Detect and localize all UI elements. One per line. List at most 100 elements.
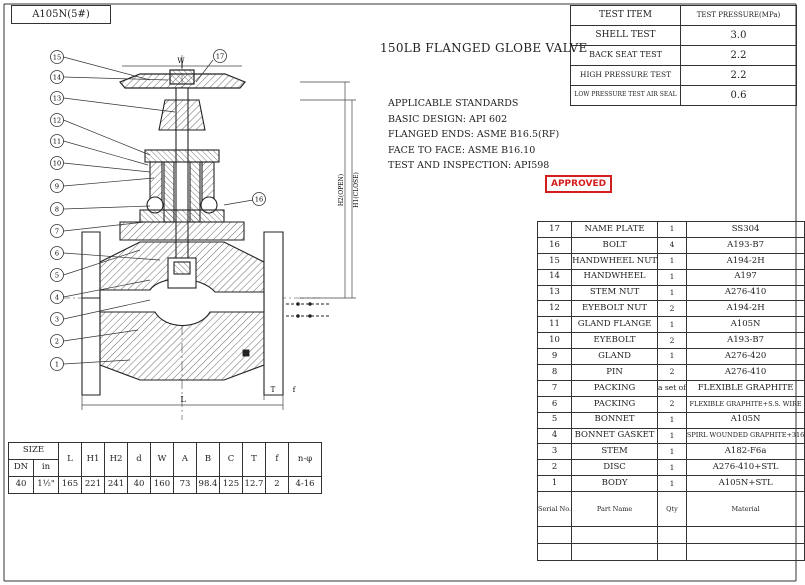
callout-circle [50,312,64,326]
size-cell: 221 [81,476,105,494]
callout-circle [50,357,64,371]
test-value: 2.2 [680,65,797,86]
empty-cell [685,543,805,562]
table-row: SHELL TEST 3.0 [570,25,797,46]
leader-line [63,56,151,81]
qty-header: Qty [657,491,687,528]
empty-cell [685,526,805,545]
valve-cross-section: W L T f H2(OPEN) H1(CLOSE) 1514131211109… [50,49,360,420]
size-table: SIZE L H1 H2 d W A B C T f n-φ DN in 40 … [8,442,322,494]
part-name: HANDWHEEL [571,268,659,286]
part-qty: 1 [657,443,687,461]
callout-number: 14 [53,74,61,82]
col-header: L [58,442,82,477]
size-cell: 40 [127,476,151,494]
part-qty: 1 [657,252,687,270]
col-header: T [242,442,266,477]
table-row [536,526,805,545]
test-value: 3.0 [680,25,797,46]
dim-l-label: L [180,395,186,404]
page-title: 150LB FLANGED GLOBE VALVE [380,41,588,55]
part-qty: 1 [657,268,687,286]
size-cell: 165 [58,476,82,494]
size-cell: 160 [150,476,174,494]
part-material: A193-B7 [685,332,805,350]
leader-line [63,97,176,113]
col-header: d [127,442,151,477]
dim-t-label: T [271,386,276,394]
part-qty: 2 [657,364,687,381]
handwheel [119,60,246,89]
part-qty: 2 [657,395,687,413]
callout-3: 3 [50,299,151,326]
col-header: B [196,442,220,477]
part-qty: 4 [657,236,687,254]
part-name: BONNET [571,411,659,429]
callout-number: 5 [55,272,59,280]
standards-line: FACE TO FACE: ASME B16.10 [388,144,536,156]
callout-number: 15 [53,54,61,62]
leader-line [63,76,169,81]
part-number: 9 [536,348,573,366]
test-value: 0.6 [680,85,797,106]
part-qty: 1 [657,221,687,238]
part-number: 14 [536,268,573,286]
callout-1: 1 [50,357,131,371]
col-header: A [173,442,197,477]
col-header: f [265,442,289,477]
part-qty: 1 [657,427,687,445]
callout-number: 2 [55,338,59,346]
callout-16: 16 [223,192,266,206]
table-row: LOW PRESSURE TEST AIR SEAL 0.6 [570,85,797,106]
dim-h1-label: H1(CLOSE) [353,172,360,208]
callout-number: 7 [55,228,59,236]
bolt-marks [242,302,330,357]
table-row: SIZE L H1 H2 d W A B C T f n-φ [8,442,322,477]
part-number: 2 [536,459,573,477]
table-row: BACK SEAT TEST 2.2 [570,45,797,66]
part-number: 7 [536,379,573,397]
part-name: DISC [571,459,659,477]
callout-number: 10 [53,160,61,168]
part-number: 13 [536,284,573,302]
dimension-lines [81,65,356,410]
col-header: n-φ [288,442,322,477]
empty-cell [536,543,573,562]
part-qty: 1 [657,316,687,334]
part-number: 12 [536,300,573,318]
leader-line [63,205,151,210]
standards-line: APPLICABLE STANDARDS [388,98,519,109]
part-name: BODY [571,475,659,493]
callout-number: 8 [55,206,59,214]
part-name: STEM NUT [571,284,659,302]
part-qty: 1 [657,411,687,429]
callout-number: 11 [53,138,61,146]
callout-circle [50,268,64,282]
part-qty: 2 [657,332,687,350]
test-pressure-table: TEST ITEM TEST PRESSURE(MPa) SHELL TEST … [570,5,797,106]
table-row: TEST ITEM TEST PRESSURE(MPa) [570,5,797,26]
size-header: SIZE [8,442,59,460]
empty-cell [536,526,573,545]
part-name: HANDWHEEL NUT [571,252,659,270]
callout-13: 13 [50,91,176,113]
part-name-header: Part Name [571,491,659,528]
part-material: A194-2H [685,252,805,270]
valve-body [81,231,284,396]
callout-circle [50,70,64,84]
leader-line [63,359,131,365]
part-qty: 1 [657,475,687,493]
dim-w-label: W [177,57,185,65]
callout-number: 1 [55,361,59,369]
